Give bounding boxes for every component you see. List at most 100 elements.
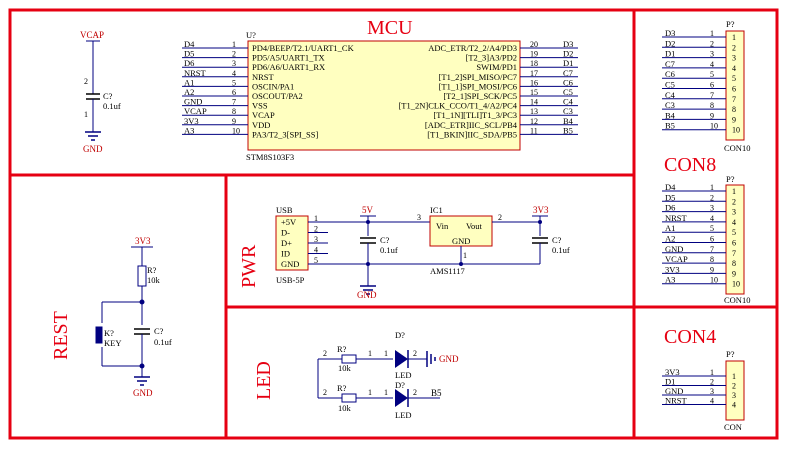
- connector-net: VCAP: [665, 254, 688, 264]
- mcu-left-pin-number: 2: [232, 50, 236, 59]
- pin-number: 1: [368, 349, 372, 358]
- mcu-right-pin-number: 14: [530, 98, 538, 107]
- mcu-right-net: C6: [563, 77, 573, 87]
- resistor-body: [341, 354, 357, 364]
- mcu-left-net: VCAP: [184, 106, 207, 116]
- mcu-left-pin-number: 10: [232, 126, 240, 135]
- mcu-right-pin-number: 12: [530, 117, 538, 126]
- ic-pin-vin: Vin: [436, 221, 449, 231]
- connector-pin-label: 1: [732, 33, 736, 42]
- mcu-right-pin-number: 19: [530, 50, 538, 59]
- gnd-net-label: GND: [133, 388, 153, 398]
- connector-pin-number: 4: [710, 397, 714, 406]
- junction: [459, 262, 463, 266]
- vcap-net-label: VCAP: [80, 30, 104, 40]
- mcu-left-net: D5: [184, 49, 194, 59]
- key-value: KEY: [104, 338, 121, 348]
- mcu-right-pin-number: 20: [530, 40, 538, 49]
- connector-pin-label: 2: [732, 382, 736, 391]
- mcu-left-net: GND: [184, 97, 202, 107]
- mcu-left-pin-name: VDD: [252, 120, 270, 130]
- mcu-right-pin-name: [T1_2]SPI_MISO/PC7: [439, 72, 517, 82]
- connector-pin-label: 10: [732, 280, 740, 289]
- connector-pin-label: 2: [732, 197, 736, 206]
- cap-ref: C?: [552, 235, 562, 245]
- cap-ref: C?: [380, 235, 390, 245]
- resistor-value: 10k: [338, 363, 352, 373]
- connector-pin-label: 6: [732, 85, 736, 94]
- usb-pin-name: D+: [281, 238, 292, 248]
- connector-pin-label: 7: [732, 95, 736, 104]
- mcu-right-net: B4: [563, 116, 574, 126]
- ic-pin-number: 3: [417, 213, 421, 222]
- connector-net: B4: [665, 110, 676, 120]
- connector-pin-label: 4: [732, 218, 736, 227]
- cap-value: 0.1uf: [380, 245, 398, 255]
- connector-pin-number: 6: [710, 81, 714, 90]
- connector-ref: P?: [726, 349, 735, 359]
- mcu-right-net: C5: [563, 87, 573, 97]
- led-ref: D?: [395, 380, 405, 390]
- connector-pin-number: 3: [710, 50, 714, 59]
- connector-pin-label: 9: [732, 269, 736, 278]
- mcu-right-pin-number: 18: [530, 59, 538, 68]
- pin-number: 1: [384, 388, 388, 397]
- connector-net: 3V3: [665, 367, 680, 377]
- section-title-con8: CON8: [664, 154, 716, 176]
- ic-ref: IC1: [430, 205, 443, 215]
- mcu-right-pin-number: 15: [530, 88, 538, 97]
- usb-pin-name: ID: [281, 249, 290, 259]
- mcu-left-pin-name: NRST: [252, 72, 275, 82]
- connector-pin-number: 9: [710, 265, 714, 274]
- mcu-right-pin-number: 17: [530, 69, 538, 78]
- connector-pin-number: 5: [710, 70, 714, 79]
- pin-number: 2: [323, 349, 327, 358]
- mcu-right-net: C3: [563, 106, 573, 116]
- ic-pin-number: 1: [463, 251, 467, 260]
- connector-net: D2: [665, 38, 675, 48]
- pin-number: 2: [413, 388, 417, 397]
- cap-ref: C?: [154, 326, 164, 336]
- mcu-left-pin-number: 8: [232, 107, 236, 116]
- pin-number: 1: [384, 349, 388, 358]
- connector-net: D4: [665, 182, 676, 192]
- usb-pin-name: GND: [281, 259, 299, 269]
- connector-pin-label: 4: [732, 401, 736, 410]
- pin-number: 2: [413, 349, 417, 358]
- mcu-left-net: A3: [184, 125, 194, 135]
- resistor-body: [137, 265, 147, 287]
- connector-net: D3: [665, 28, 675, 38]
- connector-pin-number: 1: [710, 183, 714, 192]
- mcu-left-net: D4: [184, 39, 195, 49]
- vcap-capacitor: VCAP 2 1 C? 0.1uf GND: [80, 30, 121, 154]
- usb-pin-number: 5: [314, 256, 318, 265]
- key-ref: K?: [104, 328, 114, 338]
- connector-body: [725, 184, 745, 295]
- mcu-left-net: 3V3: [184, 116, 199, 126]
- led-diode: [395, 350, 408, 368]
- net-b5-label: B5: [431, 388, 442, 398]
- connector-pin-label: 5: [732, 228, 736, 237]
- connector-pin-label: 3: [732, 208, 736, 217]
- connector-pin-label: 3: [732, 54, 736, 63]
- mcu-left-pin-number: 5: [232, 78, 236, 87]
- mcu-right-net: C7: [563, 68, 573, 78]
- connector-net: NRST: [665, 396, 688, 406]
- cap-value: 0.1uf: [103, 101, 121, 111]
- cap-value: 0.1uf: [552, 245, 570, 255]
- ic-pin-number: 2: [498, 213, 502, 222]
- reset-circuit: 3V3 R? 10k K? KEY C? 0.1uf GND: [95, 236, 172, 398]
- connector-net: A3: [665, 275, 675, 285]
- ic-pin-gnd: GND: [452, 236, 470, 246]
- mcu-right-pin-name: [T2_3]A3/PD2: [466, 53, 517, 63]
- usb-part: USB-5P: [276, 275, 305, 285]
- outer-frame: [8, 8, 779, 440]
- ic-pin-vout: Vout: [466, 221, 483, 231]
- connector-net: GND: [665, 386, 683, 396]
- connector-pin-number: 10: [710, 276, 718, 285]
- key-switch: [95, 326, 103, 344]
